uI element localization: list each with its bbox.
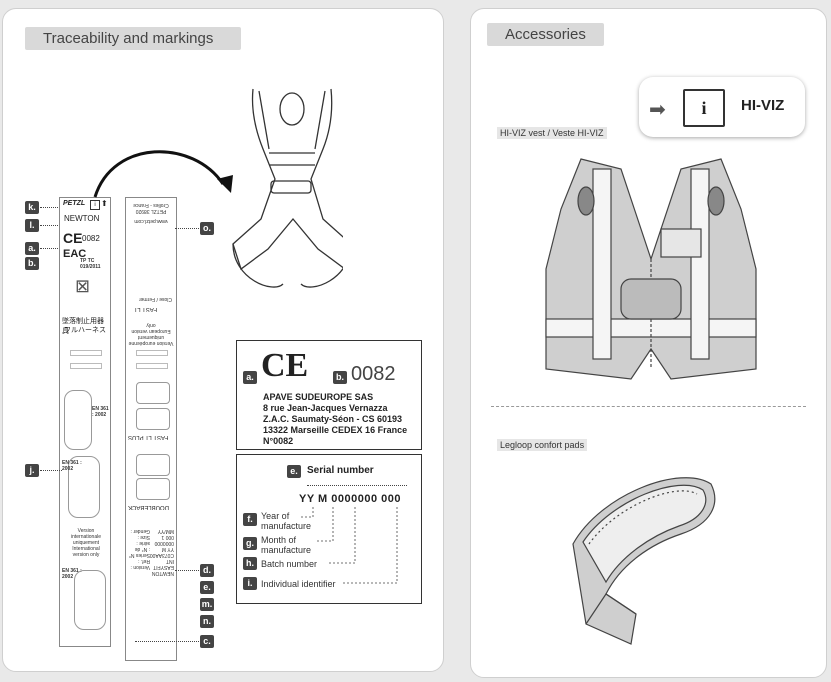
notified-number-small: 0082 [82,234,100,243]
field-identifier: Individual identifier [261,579,336,589]
traceability-tab-title: Traceability and markings [25,27,241,50]
version-fields: Version : Ref. : Series N° : N° de série… [128,528,150,570]
marker-a: a. [25,242,39,255]
model-name: NEWTON [64,214,100,223]
ce-marker-a: a. [243,371,257,384]
serial-title: Serial number [307,465,374,476]
leader-line [40,225,58,226]
notified-body-address: APAVE SUDEUROPE SAS 8 rue Jean-Jacques V… [263,392,408,446]
legloop-caption: Legloop confort pads [497,439,588,451]
asian-text-2: フルハーネス [64,327,106,334]
blank-slot [70,363,102,369]
vest-caption: HI-VIZ vest / Veste HI-VIZ [497,127,607,139]
ce-marker-b: b. [333,371,347,384]
accessories-panel: Accessories ➡ i HI-VIZ HI-VIZ vest / Ves… [470,8,827,678]
serial-marker-e: e. [287,465,301,478]
back-label: PETZL 38920 Crolles - France www.petzl.c… [125,197,177,661]
field-month: Month of manufacture [261,535,312,555]
blank-slot [136,350,168,356]
harness-drawing [232,88,343,288]
crossed-bin-icon: ⊠ [75,276,91,296]
leader-line [175,228,199,229]
buckle-diagram [136,382,170,404]
hiviz-badge: ➡ i HI-VIZ [639,77,805,137]
doubleback-label: DOUBLEBACK [128,504,170,510]
arrow-up-icon: ⬆ [101,199,108,208]
serial-format: YY M 0000000 000 [299,493,401,505]
harness-diagram-small [74,570,106,630]
arrow-head [217,175,233,193]
field-year: Year of manufacture [261,511,312,531]
leader-line [40,207,58,208]
serial-leader-lines [299,507,398,584]
blank-slot [136,363,168,369]
marker-b: b. [25,257,39,270]
notified-number-large: 0082 [351,363,396,385]
marker-o: o. [200,222,214,235]
leader-line [175,570,199,571]
harness-diagram-small [68,456,100,518]
serial-marker-i: i. [243,577,257,590]
info-book-icon: i [90,200,100,210]
marker-m: m. [200,598,214,611]
marker-n: n. [200,615,214,628]
petzl-brand: PETZL [63,200,86,207]
en361-b: EN 361 : 2002 [62,460,82,472]
blank-slot [70,350,102,356]
serial-marker-f: f. [243,513,257,526]
eac-text: TP TC 019/2011 [80,258,101,270]
leader-line [40,248,58,249]
en361-c: EN 361 : 2002 [62,568,82,580]
field-batch: Batch number [261,559,318,569]
accessories-tab-title: Accessories [487,23,604,46]
en361-a: EN 361 : 2002 [92,406,109,418]
marker-d: d. [200,564,214,577]
traceability-panel: Traceability and markings PETZL i ⬆ NEWT… [2,8,444,672]
serial-marker-h: h. [243,557,257,570]
ce-certification-box: a. CE b. 0082 APAVE SUDEUROPE SAS 8 rue … [236,340,422,450]
arrow-right-icon: ➡ [649,99,666,121]
marker-j: j. [25,464,39,477]
hiviz-badge-text: HI-VIZ [741,97,785,114]
section-divider [491,406,806,407]
serial-marker-g: g. [243,537,257,550]
buckle-diagram [136,478,170,500]
harness-illustration [93,88,343,288]
serial-number-box: e. Serial number YY M 0000000 000 f. Yea… [236,454,422,604]
info-book-icon: i [683,89,725,127]
ce-mark-small: CE [63,230,83,246]
marker-e: e. [200,581,214,594]
leader-line [40,470,62,471]
harness-diagram-small [64,390,92,450]
leader-line [135,641,199,642]
marker-l: l. [25,219,39,232]
european-version: Version européenne uniquement European v… [128,322,174,346]
buckle-diagram [136,454,170,476]
marker-c: c. [200,635,214,648]
eac-mark: EAC [63,248,87,260]
fast-lt-plus-label: FAST LT PLUS [128,434,169,440]
ce-mark-large: CE [261,347,309,384]
version-values: NEWTON EASYFIT INT C073AA00 YY M 0000000… [149,528,174,576]
hiviz-vest-illustration [545,158,757,380]
asian-text-1: 墜落制止用器具 [62,318,104,335]
front-label: PETZL i ⬆ NEWTON CE 0082 EAC TP TC 019/2… [59,197,111,647]
buckle-diagram [136,408,170,430]
version-text: Version internationale uniquement Intern… [70,528,102,558]
curved-arrow [93,150,225,198]
legloop-pads-illustration [572,477,716,645]
marker-k: k. [25,201,39,214]
